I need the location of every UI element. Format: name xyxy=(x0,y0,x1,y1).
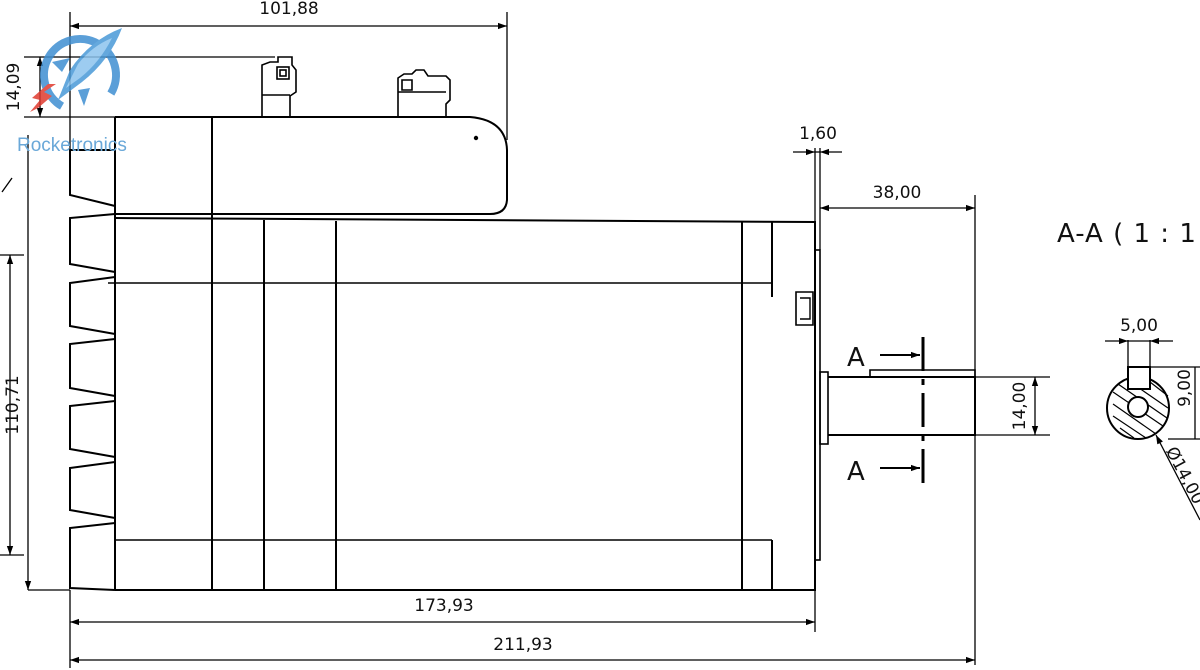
dimension-lines xyxy=(0,12,1050,668)
motor-body xyxy=(108,117,976,591)
dim-shaft-diameter-side: 14,00 xyxy=(1010,382,1030,431)
section-marker-lower: A xyxy=(847,457,866,487)
dim-connector-height: 14,09 xyxy=(4,63,24,112)
dim-key-width: 5,00 xyxy=(1120,316,1158,336)
dim-body-length: 173,93 xyxy=(414,596,473,616)
rocket-icon xyxy=(30,28,122,115)
section-marker-upper: A xyxy=(847,343,866,373)
rocketronics-logo: Rocketronics xyxy=(17,28,127,156)
connectors xyxy=(261,56,451,117)
dim-top-width: 101,88 xyxy=(259,0,318,19)
controller-housing xyxy=(115,116,508,215)
section-title: A-A ( 1 : 1 xyxy=(1057,219,1197,249)
dim-key-depth: 9,00 xyxy=(1175,369,1195,407)
section-cut-line xyxy=(880,337,925,490)
key-slot xyxy=(1127,366,1151,390)
section-view xyxy=(1105,337,1200,521)
dim-total-length: 211,93 xyxy=(493,635,552,655)
dim-body-height: 110,71 xyxy=(3,375,23,434)
dim-shaft-diameter-section: Ø14,00 xyxy=(1161,444,1200,508)
dim-flange-thickness: 1,60 xyxy=(799,124,837,144)
heat-sink-fins xyxy=(69,117,116,591)
dim-shaft-length: 38,00 xyxy=(873,183,922,203)
logo-brand-text: Rocketronics xyxy=(17,135,127,156)
